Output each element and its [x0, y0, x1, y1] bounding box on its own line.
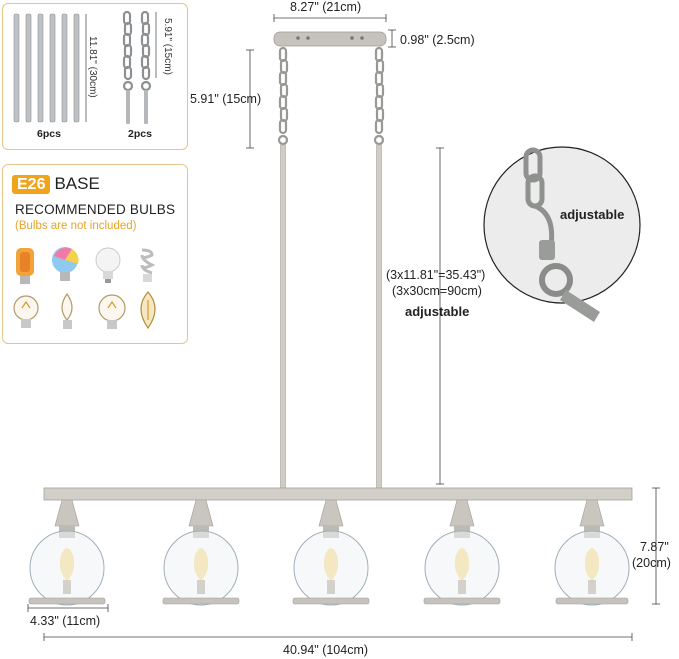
chain-length-label: 5.91" (15cm): [162, 18, 173, 75]
detail-adjustable-label: adjustable: [560, 207, 625, 222]
spiral-cfl-bulb-icon: [140, 248, 156, 282]
chain-left: [277, 46, 289, 146]
a19-bulb-icon: [95, 247, 121, 283]
chain-drop-label: 5.91" (15cm): [190, 92, 262, 106]
st64-bulb-icon: [140, 291, 156, 330]
rods-illustration: [13, 13, 87, 123]
accessories-box: [2, 3, 188, 150]
fixture-height-inch-label: 7.87": [640, 540, 669, 554]
color-smart-bulb-icon: [52, 247, 79, 281]
edison-bulb-icon: [13, 295, 39, 328]
e26-badge: E26: [12, 175, 51, 194]
rods-length-label: 11.81" (30cm): [87, 36, 98, 98]
suspension-rods: [280, 144, 382, 490]
lamp-1: [28, 499, 106, 606]
rods-total-inch-label: (3x11.81"=35.43"): [386, 268, 486, 282]
canopy-width-label: 8.27" (21cm): [290, 0, 362, 14]
recommended-bulbs-label: RECOMMENDED BULBS: [15, 202, 176, 217]
bulbs-not-included-note: (Bulbs are not included): [15, 220, 137, 232]
candle-bulb-icon: [61, 292, 73, 329]
lamp-3: [292, 499, 370, 606]
base-word: BASE: [54, 174, 100, 193]
total-length-label: 40.94" (104cm): [283, 643, 369, 657]
chain-detail-circle: [483, 146, 641, 322]
rods-total-cm-label: (3x30cm=90cm): [392, 284, 482, 298]
chain-qty-label: 2pcs: [128, 128, 152, 140]
lamp-2: [162, 499, 240, 606]
rods-adjustable-label: adjustable: [405, 304, 470, 319]
bulb-icons: [13, 247, 156, 330]
flame-bulb-icon: [16, 248, 34, 284]
lamp-4: [423, 499, 501, 606]
canopy: [273, 31, 387, 47]
shade-width-label: 4.33" (11cm): [30, 614, 101, 628]
chain-illustration: [122, 10, 157, 124]
canopy-height-label: 0.98" (2.5cm): [400, 33, 475, 47]
main-bar: [43, 487, 633, 501]
lamp-5: [554, 499, 630, 606]
rods-qty-label: 6pcs: [37, 128, 61, 140]
chain-right: [373, 46, 385, 146]
fixture-height-cm-label: (20cm): [632, 556, 671, 570]
g25-bulb-icon: [98, 294, 126, 329]
